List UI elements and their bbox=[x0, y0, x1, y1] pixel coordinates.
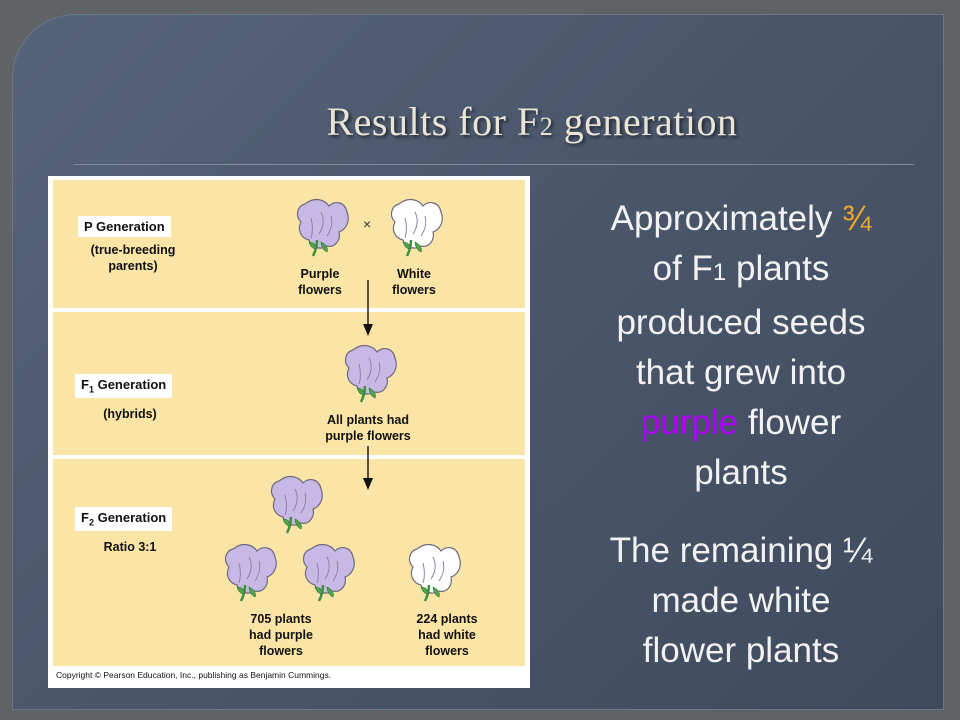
purple-count-caption: 705 plants had purple flowers bbox=[249, 612, 313, 658]
purple-highlight: purple bbox=[640, 403, 739, 442]
p-generation-label: P Generation bbox=[78, 216, 171, 237]
f1-generation-panel: F1 Generation (hybrids) All plants had p… bbox=[53, 312, 525, 455]
f1-caption: All plants had purple flowers bbox=[325, 413, 411, 443]
title-main: Results for F bbox=[326, 99, 540, 144]
slide: Results for F2 generation P Generation (… bbox=[12, 14, 944, 710]
title-rest: generation bbox=[553, 99, 738, 144]
p-generation-note: (true-breeding parents) bbox=[90, 243, 176, 273]
copyright-notice: Copyright © Pearson Education, Inc., pub… bbox=[56, 670, 332, 680]
main-statement: Approximately ¾ of F1 plants produced se… bbox=[610, 199, 872, 492]
purple-flowers-caption: Purple flowers bbox=[298, 267, 342, 297]
p-generation-panel: P Generation (true-breeding parents) × P… bbox=[53, 180, 525, 308]
white-count-caption: 224 plants had white flowers bbox=[416, 612, 478, 658]
white-flower-icon bbox=[403, 539, 463, 603]
title-divider bbox=[74, 164, 914, 165]
white-flower-icon bbox=[385, 194, 445, 258]
arrow-down-icon bbox=[363, 446, 373, 490]
f1-generation-label: F1 Generation bbox=[75, 374, 173, 398]
purple-flower-icon bbox=[265, 471, 325, 535]
title-subscript: 2 bbox=[539, 112, 554, 141]
genetics-figure: P Generation (true-breeding parents) × P… bbox=[48, 176, 530, 688]
cross-symbol: × bbox=[363, 216, 372, 232]
purple-flower-icon bbox=[291, 194, 351, 258]
arrow-down-icon bbox=[363, 280, 373, 336]
purple-flower-icon bbox=[219, 539, 279, 603]
f1-generation-note: (hybrids) bbox=[103, 407, 157, 421]
white-flowers-caption: White flowers bbox=[392, 267, 436, 297]
purple-flower-icon bbox=[339, 340, 399, 404]
remaining-statement: The remaining ¼ made white flower plants bbox=[609, 531, 873, 670]
purple-flower-icon bbox=[297, 539, 357, 603]
three-quarters-fraction: ¾ bbox=[842, 199, 872, 238]
f2-ratio-note: Ratio 3:1 bbox=[103, 540, 157, 554]
f2-generation-panel: F2 Generation Ratio 3:1 705 plants had p… bbox=[53, 459, 525, 666]
slide-title: Results for F2 generation bbox=[12, 98, 944, 145]
f2-generation-label: F2 Generation bbox=[75, 507, 173, 531]
